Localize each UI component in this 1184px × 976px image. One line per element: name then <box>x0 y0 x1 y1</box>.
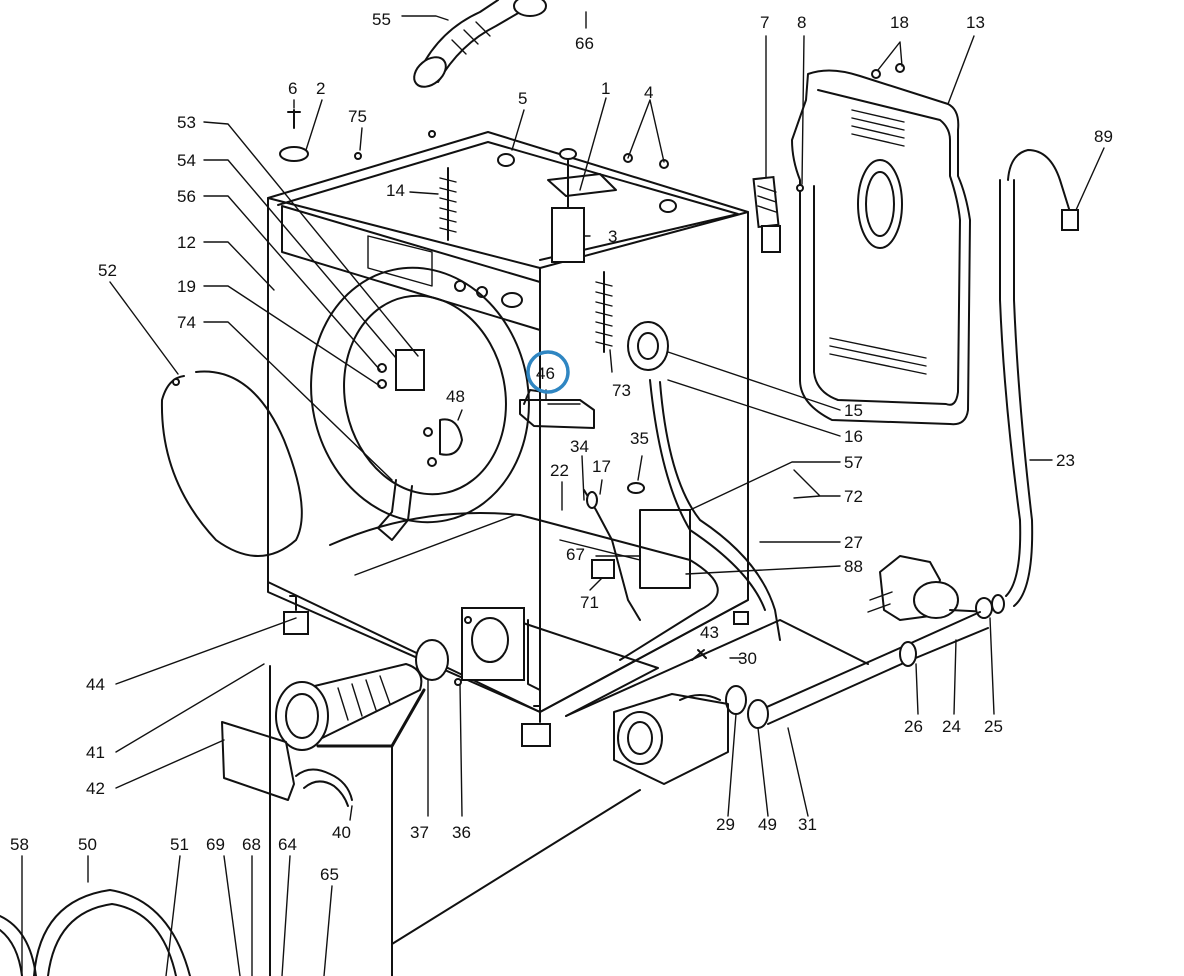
label-17: 17 <box>592 457 611 476</box>
spring-left-14 <box>439 167 457 241</box>
highlight-circle-46 <box>526 350 570 394</box>
label-75: 75 <box>348 107 367 126</box>
heater-element-46 <box>519 389 595 429</box>
hinge-bracket-7 <box>752 175 804 253</box>
label-3: 3 <box>608 227 617 246</box>
label-42: 42 <box>86 779 105 798</box>
label-30: 30 <box>738 649 757 668</box>
label-35: 35 <box>630 429 649 448</box>
leader-lines <box>21 11 1105 976</box>
label-12: 12 <box>177 233 196 252</box>
label-25: 25 <box>984 717 1003 736</box>
label-23: 23 <box>1056 451 1075 470</box>
label-64: 64 <box>278 835 297 854</box>
door-seal-52 <box>160 370 303 557</box>
label-15: 15 <box>844 401 863 420</box>
label-44: 44 <box>86 675 105 694</box>
label-34: 34 <box>570 437 589 456</box>
label-18: 18 <box>890 13 909 32</box>
label-22: 22 <box>550 461 569 480</box>
label-46: 46 <box>536 364 555 383</box>
label-52: 52 <box>98 261 117 280</box>
drain-hose-31 <box>725 611 989 729</box>
label-67: 67 <box>566 545 585 564</box>
label-69: 69 <box>206 835 225 854</box>
label-73: 73 <box>612 381 631 400</box>
kick-panel-42 <box>221 721 295 801</box>
label-41: 41 <box>86 743 105 762</box>
sump-hose-29 <box>613 693 729 785</box>
label-13: 13 <box>966 13 985 32</box>
top-brackets <box>428 130 677 213</box>
label-14: 14 <box>386 181 405 200</box>
label-24: 24 <box>942 717 961 736</box>
label-26: 26 <box>904 717 923 736</box>
label-16: 16 <box>844 427 863 446</box>
label-50: 50 <box>78 835 97 854</box>
part-labels: 55 66 7 8 18 13 89 1 4 5 6 2 75 53 54 56… <box>10 10 1113 884</box>
label-1: 1 <box>601 79 610 98</box>
label-74: 74 <box>177 313 196 332</box>
label-48: 48 <box>446 387 465 406</box>
label-56: 56 <box>177 187 196 206</box>
screws-43-30 <box>691 611 749 661</box>
label-40: 40 <box>332 823 351 842</box>
pressure-hose-assembly <box>583 321 781 641</box>
spring-right-73 <box>595 271 613 353</box>
label-27: 27 <box>844 533 863 552</box>
lower-frame-lines <box>269 665 641 976</box>
label-43: 43 <box>700 623 719 642</box>
label-55: 55 <box>372 10 391 29</box>
label-65: 65 <box>320 865 339 884</box>
label-54: 54 <box>177 151 196 170</box>
label-68: 68 <box>242 835 261 854</box>
label-88: 88 <box>844 557 863 576</box>
label-51: 51 <box>170 835 189 854</box>
door-ring-50 <box>0 889 191 976</box>
label-53: 53 <box>177 113 196 132</box>
label-29: 29 <box>716 815 735 834</box>
label-31: 31 <box>798 815 817 834</box>
label-71: 71 <box>580 593 599 612</box>
label-4: 4 <box>644 83 653 102</box>
rear-panel-13 <box>791 63 971 426</box>
label-5: 5 <box>518 89 527 108</box>
label-49: 49 <box>758 815 777 834</box>
label-8: 8 <box>797 13 806 32</box>
label-89: 89 <box>1094 127 1113 146</box>
label-19: 19 <box>177 277 196 296</box>
label-66: 66 <box>575 34 594 53</box>
base-plate <box>519 619 869 717</box>
inlet-hose-23 <box>999 149 1079 607</box>
suppressor-3 <box>551 148 585 263</box>
label-7: 7 <box>760 13 769 32</box>
bolt-6-washer-2 <box>279 109 362 162</box>
label-2: 2 <box>316 79 325 98</box>
drain-tube-40 <box>295 768 353 807</box>
label-72: 72 <box>844 487 863 506</box>
label-37: 37 <box>410 823 429 842</box>
detergent-hose-55 <box>413 0 547 88</box>
label-57: 57 <box>844 453 863 472</box>
door-lock-assembly <box>377 349 463 541</box>
drain-pump-24 <box>867 555 1005 621</box>
label-58: 58 <box>10 835 29 854</box>
filter-access-37 <box>415 607 541 691</box>
label-36: 36 <box>452 823 471 842</box>
pump-filter-41 <box>275 663 426 751</box>
label-6: 6 <box>288 79 297 98</box>
